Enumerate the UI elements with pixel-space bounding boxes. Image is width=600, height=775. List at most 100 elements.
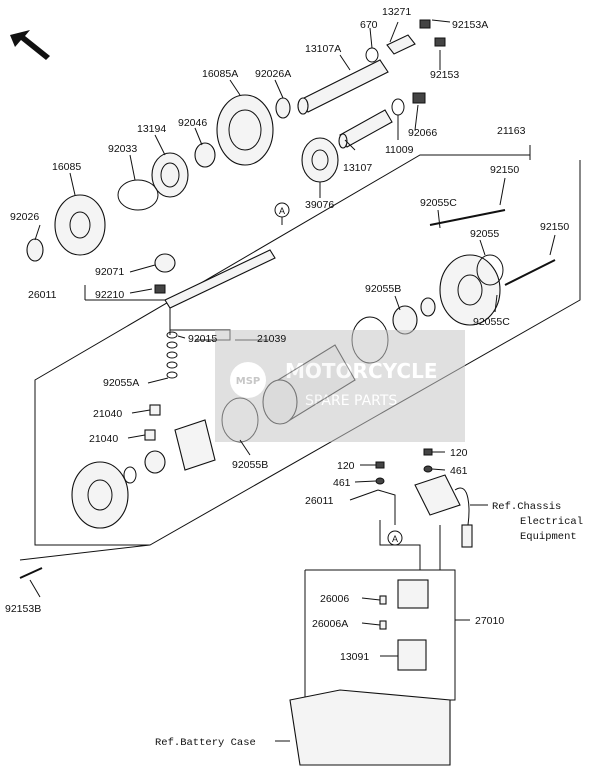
nut-92210	[154, 284, 166, 294]
label-92150-upper: 92150	[490, 164, 519, 176]
label-92066: 92066	[408, 127, 437, 139]
gear-39076	[301, 137, 339, 183]
callout-a-bottom: A	[387, 530, 403, 546]
svg-text:Electrical: Electrical	[520, 516, 583, 528]
label-26006: 26006	[320, 593, 349, 605]
o-ring-92055	[476, 254, 504, 286]
clutch-13194	[151, 152, 189, 198]
svg-text:A: A	[392, 534, 398, 544]
label-16085: 16085	[52, 161, 81, 173]
label-21039: 21039	[257, 333, 286, 345]
label-120-right: 120	[450, 447, 468, 459]
o-ring-670	[365, 47, 379, 63]
front-arrow-icon	[10, 30, 50, 60]
svg-text:A: A	[279, 206, 285, 216]
label-92026A: 92026A	[255, 68, 291, 80]
bolt-92153	[434, 37, 446, 47]
svg-text:Ref.Battery Case: Ref.Battery Case	[155, 737, 256, 749]
washer-461-left	[375, 477, 385, 485]
label-13107: 13107	[343, 162, 372, 174]
relay-box-outline	[304, 520, 470, 701]
watermark-line2: SPARE PARTS	[305, 393, 397, 409]
label-92026: 92026	[10, 211, 39, 223]
label-92055C-upper: 92055C	[420, 197, 457, 209]
label-21040-lower: 21040	[89, 433, 118, 445]
plate-13271	[386, 34, 416, 55]
label-92033: 92033	[108, 143, 137, 155]
bearing-lower	[123, 450, 166, 484]
callout-a-top: A	[274, 202, 290, 225]
watermark: MSP MOTORCYCLE SPARE PARTS	[215, 330, 465, 442]
part-labels: 13271 670 92153A 13107A 92153 16085A 920…	[5, 6, 569, 663]
starter-shaft	[164, 249, 276, 309]
label-26011-upper: 26011	[28, 289, 57, 301]
bearing-92046	[194, 142, 216, 168]
washer-461-right	[423, 465, 433, 473]
gear-16085	[54, 194, 106, 256]
starter-relay-switch	[414, 474, 473, 548]
label-92153B: 92153B	[5, 603, 41, 615]
label-92153A: 92153A	[452, 19, 488, 31]
label-39076: 39076	[305, 199, 334, 211]
label-92055: 92055	[470, 228, 499, 240]
label-92055B-upper: 92055B	[365, 283, 401, 295]
shim-stack	[166, 331, 178, 379]
label-13107A: 13107A	[305, 43, 341, 55]
bolt-92153A	[419, 19, 431, 29]
label-13271: 13271	[382, 6, 411, 18]
gear-16085A	[216, 94, 274, 166]
label-92055B-lower: 92055B	[232, 459, 268, 471]
lead-26011	[377, 489, 396, 525]
label-27010: 27010	[475, 615, 504, 627]
label-92153: 92153	[430, 69, 459, 81]
label-461-right: 461	[450, 465, 468, 477]
label-92055C-lower: 92055C	[473, 316, 510, 328]
brush-plate	[174, 419, 216, 471]
label-92150-lower: 92150	[540, 221, 569, 233]
screw-120-left	[375, 461, 385, 469]
clip-26006	[379, 595, 387, 605]
label-13091: 13091	[340, 651, 369, 663]
svg-text:Equipment: Equipment	[520, 531, 577, 543]
svg-text:Ref.Chassis: Ref.Chassis	[492, 501, 561, 513]
bearing-upper	[392, 297, 436, 335]
label-26006A: 26006A	[312, 618, 348, 630]
reference-battery-case: Ref.Battery Case	[155, 737, 256, 749]
label-26011-lower: 26011	[305, 495, 334, 507]
label-21163: 21163	[497, 125, 526, 137]
label-21040-upper: 21040	[93, 408, 122, 420]
circlip-92033	[117, 179, 159, 211]
brush-21040-a	[149, 404, 161, 416]
through-bolt-lower	[504, 259, 556, 286]
label-92071: 92071	[95, 266, 124, 278]
label-92055A: 92055A	[103, 377, 139, 389]
reference-chassis: Ref.Chassis Electrical Equipment	[492, 501, 583, 543]
label-92015: 92015	[188, 333, 217, 345]
shaft-13107A	[297, 59, 389, 115]
label-92210: 92210	[95, 289, 124, 301]
label-92046: 92046	[178, 117, 207, 129]
washer-11009	[391, 98, 405, 116]
brush-21040-b	[144, 429, 156, 441]
label-11009: 11009	[385, 144, 414, 156]
end-cover	[439, 254, 501, 326]
nut-92066	[412, 92, 426, 104]
relay-26006	[397, 579, 429, 609]
leader-lines	[29, 19, 556, 742]
bolt-92153B	[19, 567, 43, 579]
washer-92026A	[275, 97, 291, 119]
front-cover	[71, 461, 129, 529]
label-670: 670	[360, 19, 378, 31]
battery-case	[289, 689, 451, 766]
washer-92026	[26, 238, 44, 262]
screw-120-right	[423, 448, 433, 456]
label-13194: 13194	[137, 123, 166, 135]
cover-13091	[397, 639, 427, 671]
label-461-left: 461	[333, 477, 351, 489]
label-120-left: 120	[337, 460, 355, 472]
clip-26006A	[379, 620, 387, 630]
label-16085A: 16085A	[202, 68, 238, 80]
cap-92071	[154, 253, 176, 273]
watermark-line1: MOTORCYCLE	[285, 359, 437, 383]
through-bolt-upper	[429, 209, 506, 226]
